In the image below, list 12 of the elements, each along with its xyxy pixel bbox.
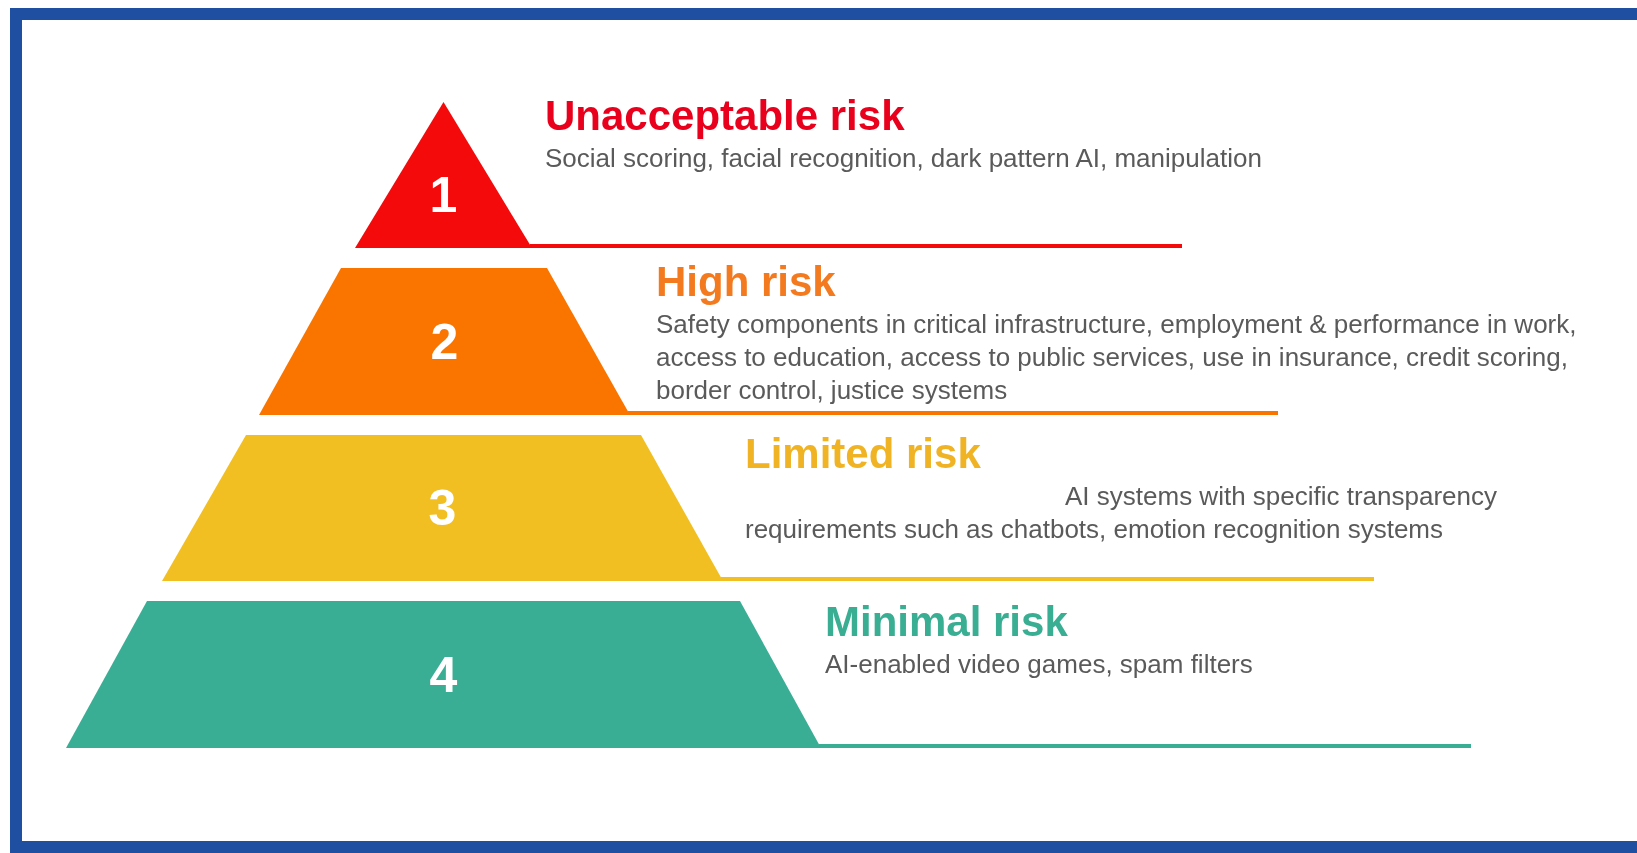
risk-description: AI systems with specific transparency requirements such as chatbots, emotion recognition systems [745,480,1499,546]
tier-number: 4 [429,649,458,700]
risk-heading: Unacceptable risk [545,91,905,141]
risk-description: Social scoring, facial recognition, dark pattern AI, manipulation [545,142,1263,175]
risk-heading: High risk [656,257,836,307]
risk-heading: Limited risk [745,429,981,479]
risk-heading: Minimal risk [825,597,1068,647]
risk-description: AI-enabled video games, spam filters [825,648,1254,681]
tier-number: 1 [429,170,458,220]
tier-number: 2 [430,316,459,367]
tier-number: 3 [428,483,457,533]
risk-description: Safety components in critical infrastructure, employment & performance in work, access to education, access to public services, use in insurance, credit scoring, border control, justice systems [656,308,1578,407]
